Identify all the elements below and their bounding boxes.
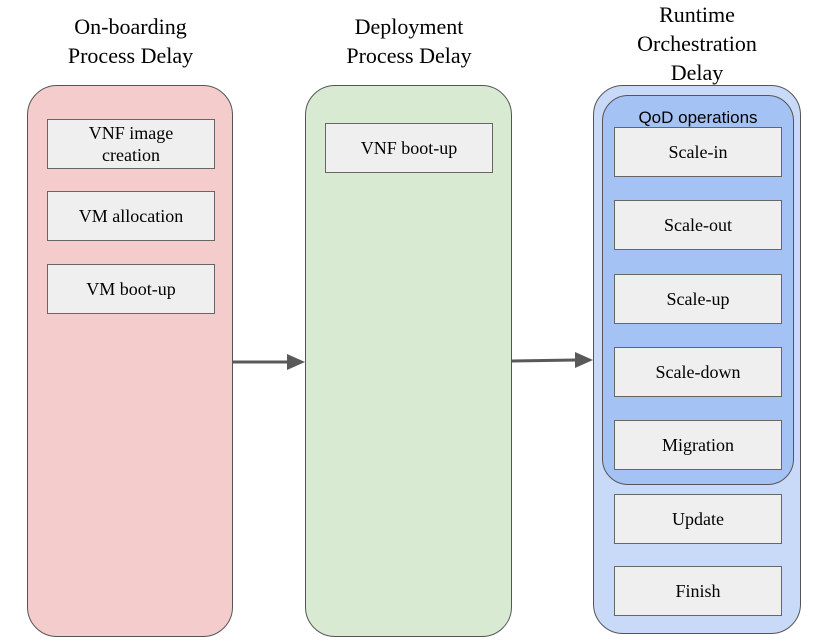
finish-box: Finish (614, 566, 782, 616)
qod-operations-label: QoD operations (638, 108, 758, 127)
vnf-boot-up-box: VNF boot-up (325, 123, 493, 173)
vnf-boot-up-label: VNF boot-up (360, 138, 458, 158)
scale-in-label: Scale-in (668, 142, 728, 162)
arrow-onboarding-to-deployment (233, 354, 305, 370)
update-box: Update (614, 494, 782, 544)
runtime-lane: QoD operations Scale-in Scale-out Scale-… (593, 85, 801, 634)
runtime-title: Runtime Orchestration Delay (637, 2, 757, 85)
deployment-lane: VNF boot-up (305, 85, 512, 637)
scale-in-box: Scale-in (614, 127, 782, 177)
vm-boot-up-box: VM boot-up (47, 264, 215, 314)
vm-allocation-label: VM allocation (78, 206, 184, 226)
scale-down-label: Scale-down (655, 362, 741, 382)
scale-up-box: Scale-up (614, 274, 782, 324)
onboarding-lane: VNF image creation VM allocation VM boot… (27, 85, 233, 637)
onboarding-title: On-boarding Process Delay (67, 14, 194, 68)
vm-boot-up-label: VM boot-up (86, 279, 176, 299)
deployment-title: Deployment Process Delay (346, 14, 472, 68)
update-label: Update (672, 509, 724, 529)
migration-box: Migration (614, 420, 782, 470)
vnf-image-creation-label: VNF image creation (88, 123, 174, 165)
arrow-deployment-to-runtime (511, 352, 593, 368)
migration-label: Migration (662, 435, 734, 455)
finish-label: Finish (675, 581, 721, 601)
scale-up-label: Scale-up (666, 289, 730, 309)
vm-allocation-box: VM allocation (47, 191, 215, 241)
vnf-image-creation-box: VNF image creation (47, 119, 215, 169)
scale-out-box: Scale-out (614, 200, 782, 250)
scale-down-box: Scale-down (614, 347, 782, 397)
scale-out-label: Scale-out (664, 215, 732, 235)
